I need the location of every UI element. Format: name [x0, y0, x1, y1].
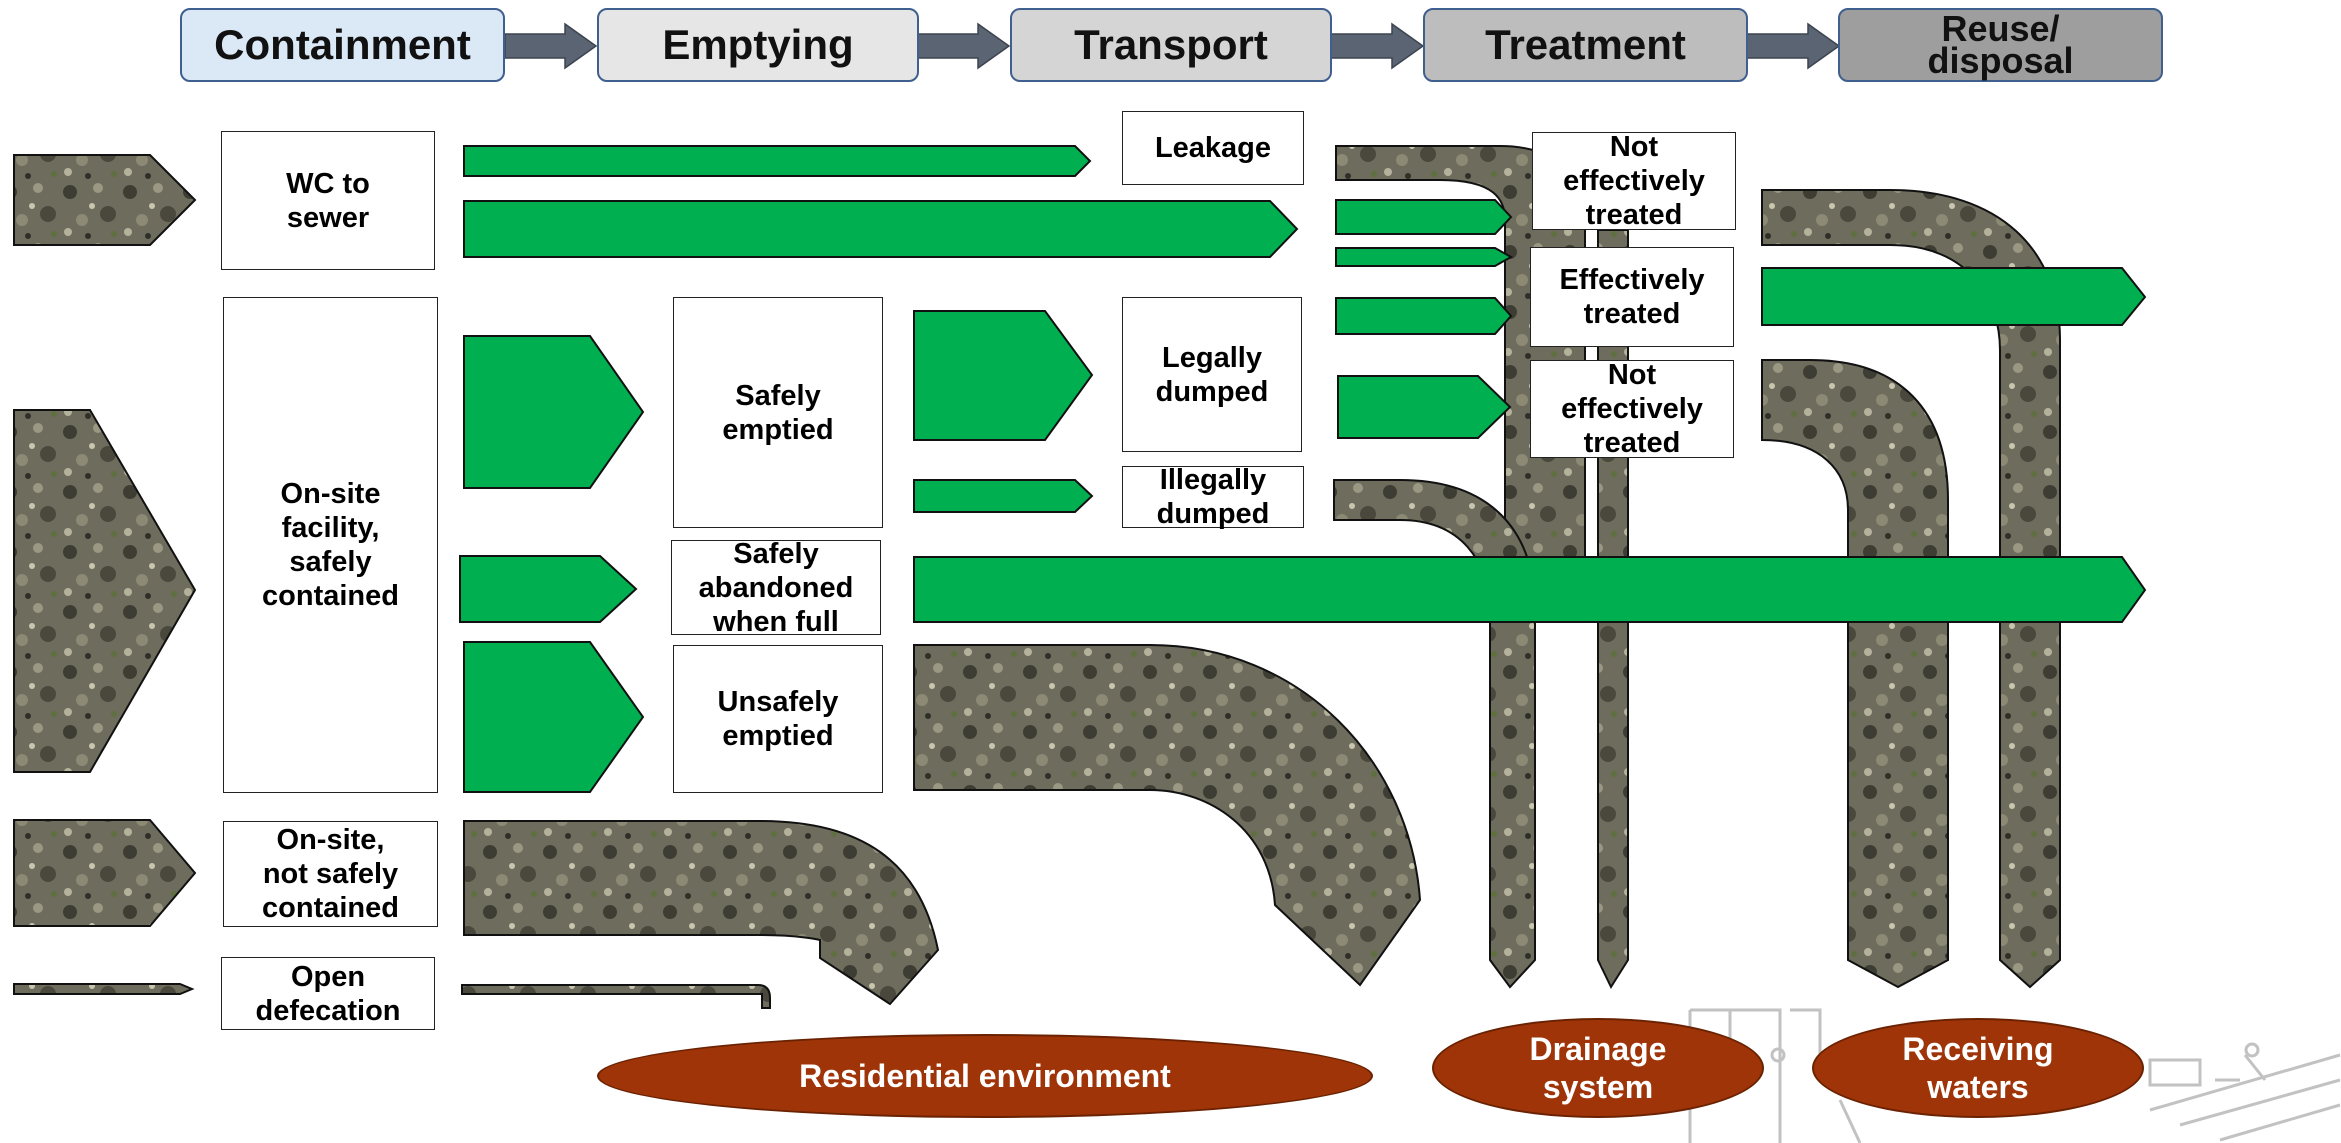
stage-connectors: [504, 22, 1841, 70]
box-leakage: Leakage: [1122, 111, 1304, 185]
stage-reuse-disposal: Reuse/ disposal: [1838, 8, 2163, 82]
box-unsafely-emptied: Unsafely emptied: [673, 645, 883, 793]
safe-flow-onsite-to-abandoned: [459, 555, 638, 623]
box-illegally-dumped: Illegally dumped: [1122, 464, 1304, 530]
stage-connector-2: [917, 22, 1011, 70]
safe-flow-effective-reuse: [1761, 267, 2147, 326]
stage-containment: Containment: [180, 8, 505, 82]
box-safely-abandoned: Safely abandoned when full: [671, 538, 881, 638]
safe-flow-sewer-main: [463, 200, 1299, 258]
stage-reuse-disposal-label: Reuse/ disposal: [1927, 8, 2074, 81]
safe-flow-legal-to-treatment: [1337, 375, 1512, 439]
safe-flow-to-treatment-3: [1335, 297, 1513, 335]
stage-connector-4: [1746, 22, 1841, 70]
stage-containment-label: Containment: [214, 21, 471, 68]
safe-flow-to-treatment-2: [1335, 247, 1514, 267]
stage-treatment-label: Treatment: [1485, 21, 1686, 68]
box-effectively-treated: Effectively treated: [1530, 247, 1734, 347]
oval-receiving-waters: Receiving waters: [1812, 1018, 2144, 1118]
source-arrow-sewer: [13, 154, 197, 246]
stage-transport-label: Transport: [1074, 21, 1268, 68]
source-arrow-open-defecation: [13, 983, 195, 995]
box-wc-to-sewer: WC to sewer: [221, 131, 435, 270]
oval-drainage-system: Drainage system: [1432, 1018, 1764, 1118]
stage-treatment: Treatment: [1423, 8, 1748, 82]
source-arrow-onsite-safe: [13, 409, 197, 773]
safe-flow-to-treatment-1: [1335, 199, 1513, 235]
source-arrow-onsite-unsafe: [13, 819, 197, 927]
unsafe-flow-illegal-dumping: [1333, 479, 1536, 989]
safe-flow-onsite-to-emptying: [463, 335, 645, 489]
box-onsite-safely-contained: On-site facility, safely contained: [223, 297, 438, 793]
unsafe-flow-onsite-not-safe: [463, 820, 940, 1006]
box-open-defecation: Open defecation: [221, 957, 435, 1030]
safe-flow-emptied-to-legal: [913, 310, 1094, 441]
unsafe-flow-open-defecation: [461, 984, 771, 1009]
safe-flow-abandoned-to-reuse: [913, 556, 2147, 623]
stage-emptying: Emptying: [597, 8, 919, 82]
safe-flow-onsite-to-unsafe-emptied: [463, 641, 645, 793]
stage-transport: Transport: [1010, 8, 1332, 82]
stage-emptying-label: Emptying: [662, 21, 854, 68]
unsafe-flow-not-treated-receiving-1: [1761, 359, 1949, 989]
oval-residential-environment: Residential environment: [597, 1034, 1373, 1118]
box-not-effectively-treated-1: Not effectively treated: [1532, 131, 1736, 231]
stage-connector-3: [1329, 22, 1425, 70]
safe-flow-sewer-leak: [463, 145, 1092, 177]
box-safely-emptied: Safely emptied: [673, 297, 883, 528]
box-legally-dumped: Legally dumped: [1122, 297, 1302, 452]
box-onsite-not-safely-contained: On-site, not safely contained: [223, 821, 438, 927]
stage-connector-1: [504, 22, 598, 70]
box-not-effectively-treated-2: Not effectively treated: [1530, 359, 1734, 459]
unsafe-flow-unsafely-emptied: [913, 644, 1422, 987]
safe-flow-emptied-to-illegal: [913, 479, 1094, 513]
